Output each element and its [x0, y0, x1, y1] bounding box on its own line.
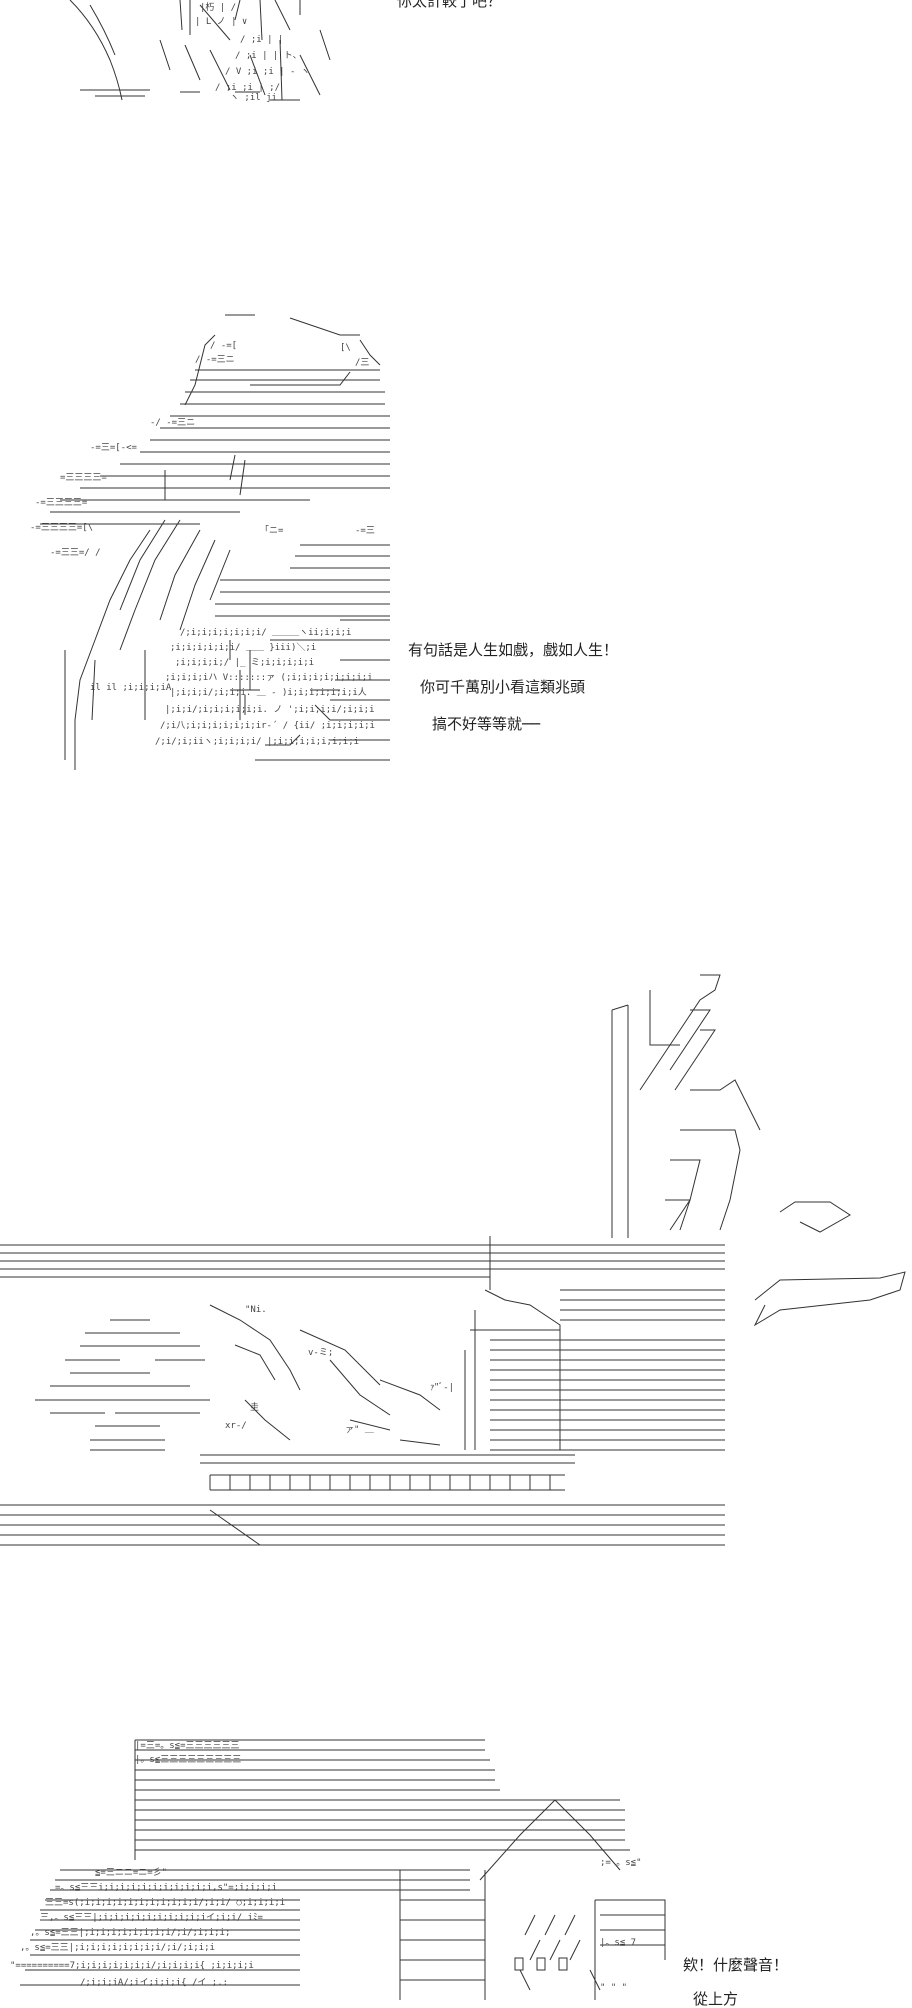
svg-text:[\: [\	[340, 343, 351, 353]
svg-text:v-ミ;: v-ミ;	[308, 1348, 333, 1358]
svg-text:/三: /三	[355, 358, 369, 368]
speech-line: 欸！什麼聲音！	[683, 1956, 789, 1974]
svg-text:|。s≦ 7: |。s≦ 7	[600, 1938, 636, 1948]
svg-text:≦=三ニニ=ニ=彡": ≦=三ニニ=ニ=彡"	[95, 1867, 167, 1878]
svg-text:ｧ"ﾞ-|: ｧ"ﾞ-|	[430, 1382, 454, 1393]
ascii-art-panel-2: / -=[ / -=三ニ [\ /三 -/ -=三ニ -=三=[-<= =三三三…	[30, 314, 390, 770]
svg-text:=。s≦三三i;i;i;i;i;i;i;i;i;i;i,s": =。s≦三三i;i;i;i;i;i;i;i;i;i;i,s"=;i;i;i;i	[55, 1883, 277, 1893]
svg-text:|朽 | /: |朽 | /	[200, 1, 236, 13]
svg-text:=三三三三=: =三三三三=	[60, 473, 107, 483]
svg-text:-/ -=三ニ: -/ -=三ニ	[150, 418, 195, 428]
svg-text:/ V ;i ;i | - ヽ: / V ;i ;i | - ヽ	[225, 67, 310, 77]
svg-text:/ -=[: / -=[	[210, 341, 237, 351]
svg-text:;i;i;i;i;i;i/ ＿＿ }iii)＼;i: ;i;i;i;i;i;i/ ＿＿ }iii)＼;i	[170, 642, 316, 653]
svg-text:xr-/: xr-/	[225, 1421, 247, 1431]
svg-text:/ ;i ;i | ;/: / ;i ;i | ;/	[215, 83, 280, 93]
svg-text:三,。s≦三三|;i;i;i;i;i;i;i;i;i;iイ;: 三,。s≦三三|;i;i;i;i;i;i;i;i;i;iイ;i;i/ iﾐ=	[40, 1913, 263, 1923]
svg-text:-=三: -=三	[355, 526, 375, 536]
svg-text:-=三三三三=: -=三三三三=	[35, 498, 88, 508]
svg-text:|。s≦三三三三三三三三三: |。s≦三三三三三三三三三	[135, 1755, 241, 1765]
svg-text:| L ノ | ∨: | L ノ | ∨	[195, 17, 247, 27]
svg-text:;i;i;i;i;/ |_ ミ;i;i;i;i;i: ;i;i;i;i;/ |_ ミ;i;i;i;i;i	[175, 658, 314, 668]
svg-text:|;i;i;i/;i;i;i. ＿ - )i;i;i;i: |;i;i;i/;i;i;i. ＿ - )i;i;i;i;i;i;i人	[170, 687, 367, 698]
svg-text:/;i;i;iA/;iイ;i;i;i{ /イ ;.:: /;i;i;iA/;iイ;i;i;i{ /イ ;.:	[80, 1978, 228, 1988]
svg-text:/ ;i | |: / ;i | |	[240, 35, 283, 45]
svg-text:" " ": " " "	[600, 1983, 627, 1993]
speech-line: 搞不好等等就──	[432, 715, 541, 733]
speech-line: 你可千萬別小看這類兆頭	[420, 678, 586, 696]
speech-line: 有句話是人生如戲，戲如人生！	[408, 641, 619, 659]
svg-text:三三=s(;i;i;i;i;i;i;i;i;i;i;i/;i: 三三=s(;i;i;i;i;i;i;i;i;i;i;i/;i;i/ ○;i;i;…	[45, 1898, 285, 1908]
svg-text:/;i;i;i;i;i;i;i/ ＿＿＿ヽii;i;i;i: /;i;i;i;i;i;i;i/ ＿＿＿ヽii;i;i;i	[180, 628, 351, 638]
svg-text:/;i/;i;iiヽ;i;i;i;i/ |;i;i;: /;i/;i;iiヽ;i;i;i;i/ |;i;i;i;i;i;i;i;i	[155, 737, 359, 747]
svg-text:圭: 圭	[250, 1401, 259, 1413]
svg-text:/ ;i | | ト、: / ;i | | ト、	[235, 51, 302, 61]
svg-text:|;i;i/;i;i;i;i;i;i. ノ ';i;: |;i;i/;i;i;i;i;i;i. ノ ';i;i;i;i/;i;i;i	[165, 705, 374, 715]
svg-text:/ -=三ニ: / -=三ニ	[195, 355, 235, 365]
svg-text:|=三=。s≦=三三三三三三: |=三=。s≦=三三三三三三	[135, 1741, 240, 1751]
svg-text:ァ" ＿: ァ" ＿	[345, 1425, 374, 1435]
svg-text:,。s≦=三三|;i;i;i;i;i;i;i;i/;i/;i: ,。s≦=三三|;i;i;i;i;i;i;i;i/;i/;i;i;i;	[30, 1928, 230, 1938]
svg-text:-=三=[-<=: -=三=[-<=	[90, 443, 138, 453]
svg-text:"==========7;i;i;i;i;i;i;i/;i;: "==========7;i;i;i;i;i;i;i/;i;i;i;i{ ;i;…	[10, 1961, 254, 1971]
svg-text:;i;i;i;iハ V:::::::ァ (;i;i;i;i: ;i;i;i;iハ V:::::::ァ (;i;i;i;i;i;i;i;i	[165, 673, 373, 683]
svg-text:-=三三=/ /: -=三三=/ /	[50, 548, 101, 558]
svg-text:/;i八;i;i;i;i;i;i;ir-´ / {ii/: /;i八;i;i;i;i;i;i;ir-´ / {ii/ ;i;i;i;i;i	[160, 720, 375, 731]
svg-text:,。s≦=三三|;i;i;i;i;i;i;i;i/;i/;i: ,。s≦=三三|;i;i;i;i;i;i;i;i/;i/;i;i;i	[20, 1943, 215, 1953]
svg-text:ヽ ;il ji: ヽ ;il ji	[230, 93, 277, 103]
svg-text:il il ;i;i;i;iA: il il ;i;i;i;iA	[90, 683, 172, 693]
ascii-art-panel-3: "Ni. v-ミ; 圭 xr-/ ァ" ＿ ｧ"ﾞ-|	[0, 974, 906, 1546]
svg-text:;= 。s≦": ;= 。s≦"	[600, 1858, 642, 1868]
svg-text:-=三三三三=[\: -=三三三三=[\	[30, 523, 93, 533]
speech-line: 你太計較了吧？	[397, 0, 503, 10]
svg-text:「ニ=: 「ニ=	[260, 525, 284, 536]
ascii-art-panel-1: |朽 | / | L ノ | ∨ / ;i | | / ;i | | ト、 / …	[69, 0, 331, 103]
svg-text:"Ni.: "Ni.	[245, 1305, 267, 1315]
